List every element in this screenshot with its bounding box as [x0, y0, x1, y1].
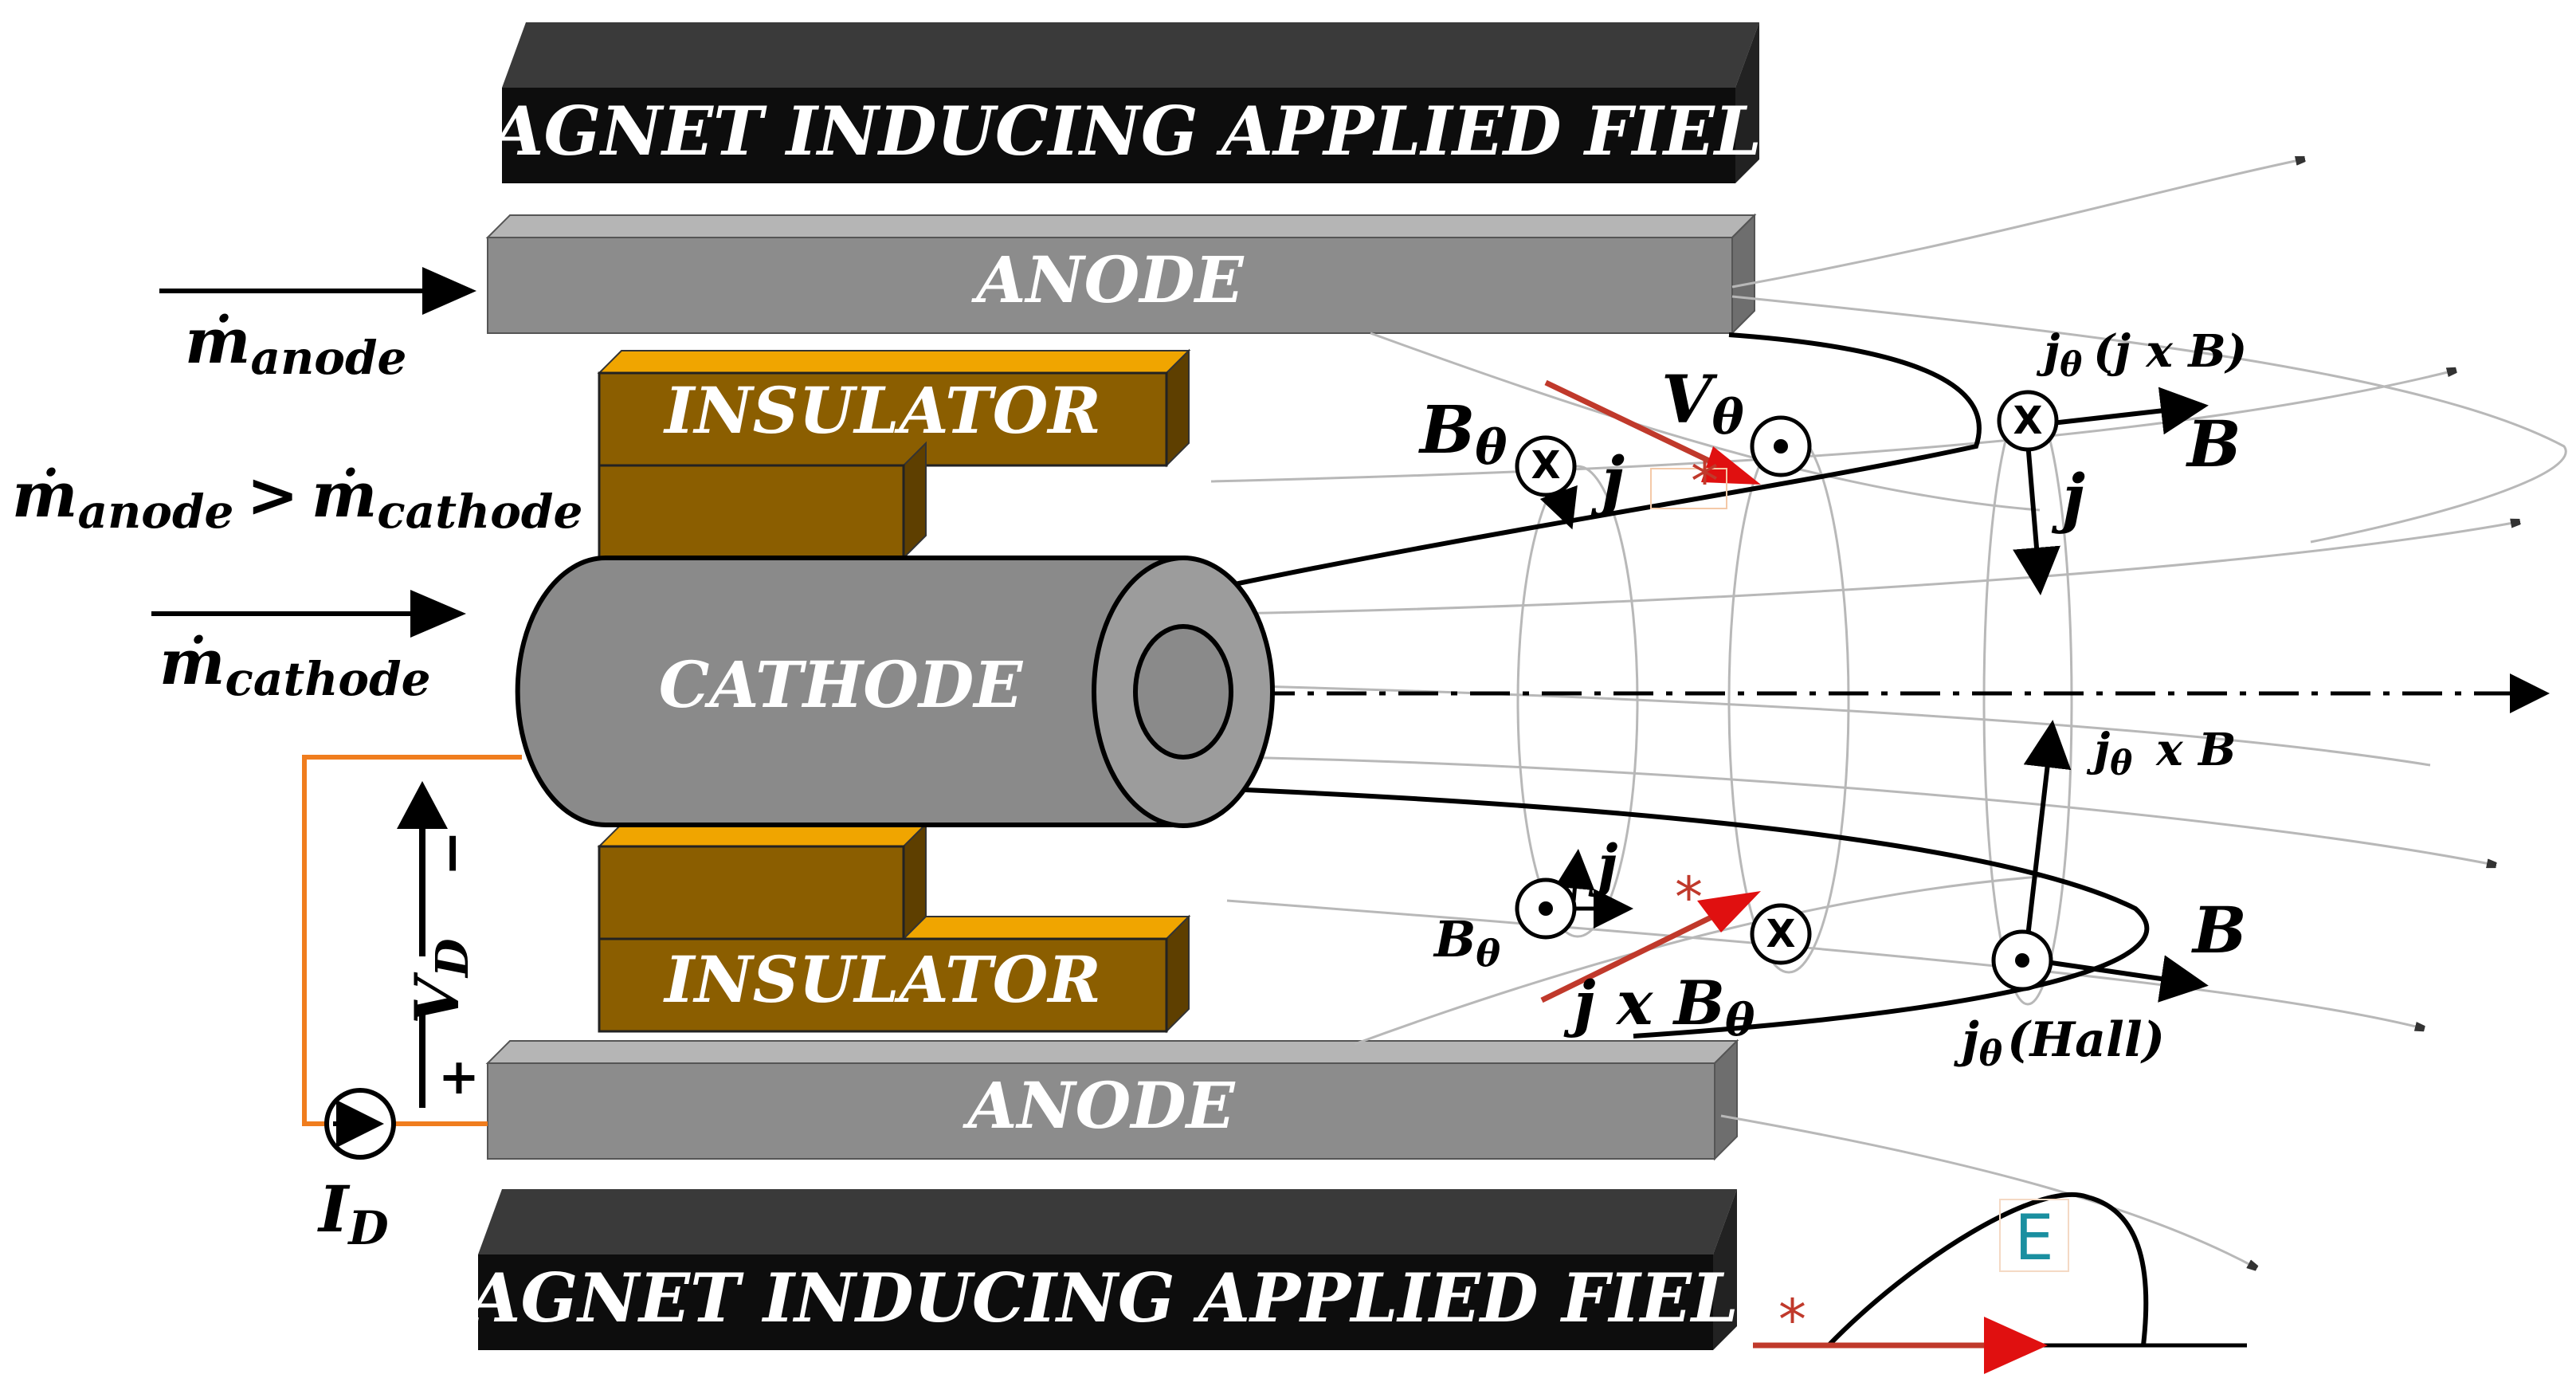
anode-bottom: ANODE [485, 1039, 1739, 1161]
minus-sign: − [418, 830, 484, 877]
field-lines [1210, 159, 2567, 1267]
magnet-bottom-label: MAGNET INDUCING APPLIED FIELD [392, 1258, 1797, 1337]
current-lines [1226, 332, 2209, 1039]
svg-text:X: X [1531, 443, 1560, 488]
inlet-flows: ṁanode ṁanode>ṁcathode ṁcathode [12, 267, 582, 706]
plus-sign: + [438, 1047, 480, 1105]
anode-bottom-label: ANODE [962, 1068, 1235, 1143]
j-bottom-label: j [1588, 832, 1617, 898]
cathode-label: CATHODE [659, 647, 1024, 722]
j-theta-hall-label: jθ(Hall) [1954, 1012, 2165, 1074]
into-page-icon [1997, 390, 2059, 452]
red-arrows: * * [1540, 379, 1761, 1003]
magnet-bottom: MAGNET INDUCING APPLIED FIELD [392, 1189, 1797, 1350]
insulator-bottom-label: INSULATOR [663, 942, 1101, 1017]
e-label: E [2014, 1203, 2053, 1274]
star-bottom: * [1675, 865, 1703, 930]
b-theta-bottom-label: Bθ [1433, 910, 1500, 975]
field-symbols: X X X [1515, 390, 2059, 991]
mass-flow-relation: ṁanode>ṁcathode [12, 459, 582, 539]
cathode: CATHODE [515, 556, 1275, 828]
j-top-label: j [1590, 442, 1625, 517]
svg-text:X: X [1766, 912, 1795, 956]
magnet-top: MAGNET INDUCING APPLIED FIELD [415, 22, 1820, 183]
discharge-circuit: VD − + ID [302, 755, 522, 1255]
into-page-icon [1515, 435, 1577, 497]
into-page-icon [1750, 903, 1812, 965]
voltage-label: VD [402, 938, 479, 1024]
j-x-btheta-label: j x Bθ [1563, 968, 1755, 1046]
j-theta-jxb-label: jθ(j x B) [2036, 325, 2247, 384]
m-cathode-label: ṁcathode [159, 626, 431, 706]
insulator-top: INSULATOR [597, 348, 1191, 560]
b-bottom-label: B [2191, 893, 2247, 968]
v-theta-label: Vθ [1661, 362, 1744, 446]
b-top-label: B [2186, 406, 2241, 481]
current-label: ID [317, 1172, 389, 1255]
anode-top: ANODE [485, 213, 1757, 336]
magnet-top-label: MAGNET INDUCING APPLIED FIELD [415, 92, 1820, 171]
anode-top-label: ANODE [970, 242, 1244, 317]
star-top: * [1691, 449, 1719, 514]
m-anode-label: ṁanode [185, 305, 406, 385]
star-inset: * [1778, 1287, 1806, 1353]
insulator-bottom: INSULATOR [597, 822, 1191, 1034]
insulator-top-label: INSULATOR [663, 373, 1101, 448]
b-theta-top-label: Bθ [1418, 392, 1507, 476]
e-field-inset: * E [1753, 1192, 2247, 1374]
svg-text:X: X [2013, 399, 2042, 443]
